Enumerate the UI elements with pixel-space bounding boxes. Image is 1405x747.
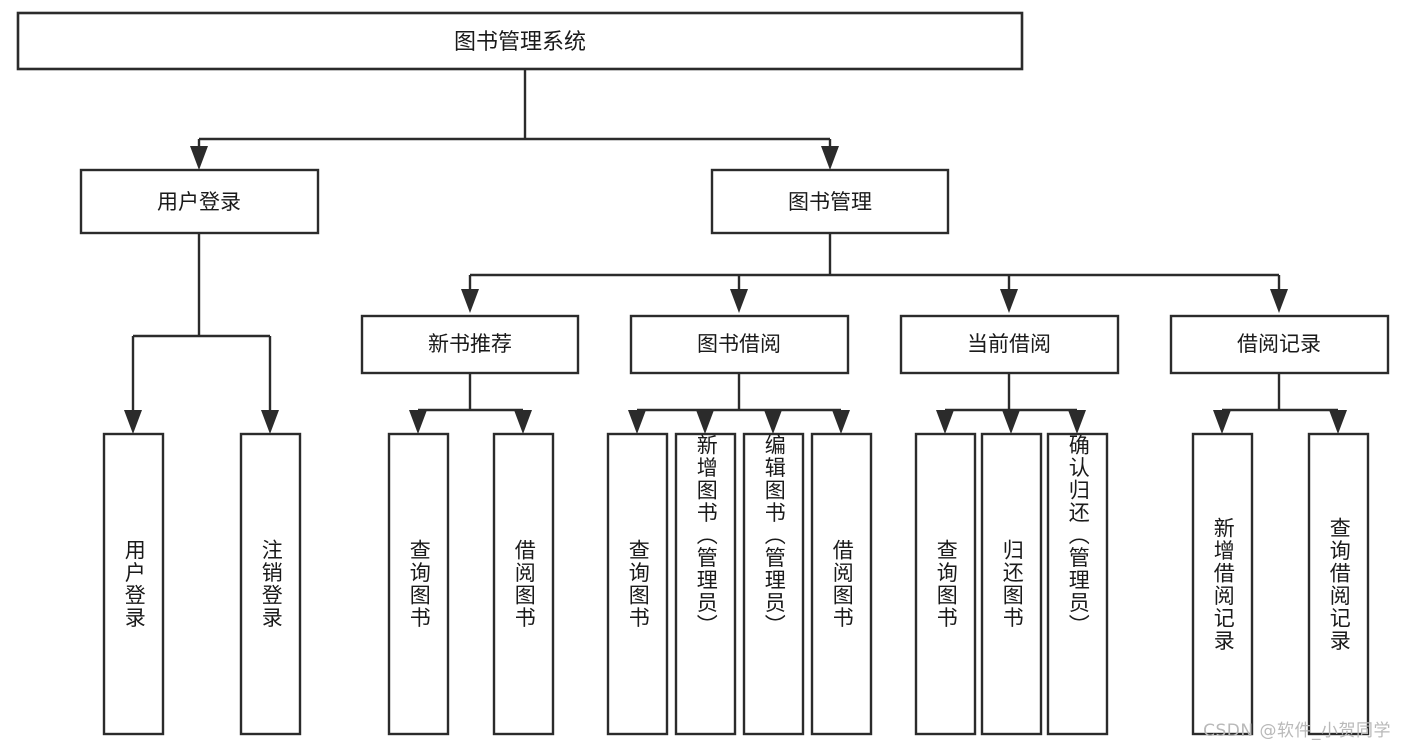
arrowhead-current-borrow-leaf1 — [936, 410, 954, 434]
leaf-box-borrow-record-2[interactable] — [1307, 432, 1370, 736]
csdn-watermark: CSDN @软件_小贺同学 — [1203, 721, 1391, 741]
node-root-system[interactable]: 图书管理系统 — [16, 11, 1024, 71]
connector-group-root-to-level2 — [190, 69, 839, 170]
leaf-group-borrow-record — [1191, 432, 1370, 736]
node-book-borrow[interactable]: 图书借阅 — [629, 314, 850, 375]
node-current-borrow-label: 当前借阅 — [967, 332, 1051, 356]
leaf-box-book-borrow-4[interactable] — [810, 432, 873, 736]
node-root-system-label: 图书管理系统 — [454, 30, 586, 55]
node-book-manage[interactable]: 图书管理 — [710, 168, 950, 235]
arrowhead-user-login-leaf2 — [261, 410, 279, 434]
arrowhead-book-borrow-leaf3 — [764, 410, 782, 434]
connector-group-borrow-record-leaves — [1213, 373, 1347, 434]
arrowhead-user-login — [190, 146, 208, 170]
connector-group-user-login-leaves — [124, 233, 279, 434]
arrowhead-new-book — [461, 289, 479, 313]
leaf-group-current-borrow — [914, 432, 1109, 736]
node-borrow-record-label: 借阅记录 — [1237, 332, 1321, 356]
node-user-login-label: 用户登录 — [157, 190, 241, 214]
arrowhead-current-borrow — [1000, 289, 1018, 313]
arrowhead-new-book-leaf1 — [409, 410, 427, 434]
connector-group-new-book-leaves — [409, 373, 532, 434]
node-book-manage-label: 图书管理 — [788, 190, 872, 214]
arrowhead-borrow-record-leaf2 — [1329, 410, 1347, 434]
leaf-box-current-borrow-2[interactable] — [980, 432, 1043, 736]
node-current-borrow[interactable]: 当前借阅 — [899, 314, 1120, 375]
leaf-box-book-borrow-3[interactable] — [742, 432, 805, 736]
leaf-box-book-borrow-1[interactable] — [606, 432, 669, 736]
node-root-system-box[interactable] — [16, 11, 1024, 71]
arrowhead-book-borrow-leaf4 — [832, 410, 850, 434]
node-borrow-record-box[interactable] — [1169, 314, 1390, 375]
node-new-book-recommend[interactable]: 新书推荐 — [360, 314, 580, 375]
node-book-manage-box[interactable] — [710, 168, 950, 235]
leaf-box-current-borrow-3[interactable] — [1046, 432, 1109, 736]
arrowhead-new-book-leaf2 — [514, 410, 532, 434]
leaf-box-current-borrow-1[interactable] — [914, 432, 977, 736]
node-user-login[interactable]: 用户登录 — [79, 168, 320, 235]
leaf-group-new-book-recommend — [387, 432, 555, 736]
arrowhead-current-borrow-leaf3 — [1068, 410, 1086, 434]
arrowhead-user-login-leaf1 — [124, 410, 142, 434]
node-user-login-box[interactable] — [79, 168, 320, 235]
leaf-group-user-login — [102, 432, 302, 736]
node-borrow-record[interactable]: 借阅记录 — [1169, 314, 1390, 375]
connector-group-book-manage-to-level3 — [461, 233, 1288, 313]
arrowhead-book-borrow-leaf1 — [628, 410, 646, 434]
node-book-borrow-box[interactable] — [629, 314, 850, 375]
connector-group-current-borrow-leaves — [936, 373, 1086, 434]
leaf-box-user-login-1[interactable] — [102, 432, 165, 736]
node-new-book-recommend-box[interactable] — [360, 314, 580, 375]
leaf-group-book-borrow — [606, 432, 873, 736]
node-book-borrow-label: 图书借阅 — [697, 332, 781, 356]
arrowhead-borrow-record — [1270, 289, 1288, 313]
leaf-box-user-login-2[interactable] — [239, 432, 302, 736]
leaf-box-new-book-2[interactable] — [492, 432, 555, 736]
arrowhead-current-borrow-leaf2 — [1002, 410, 1020, 434]
leaf-box-book-borrow-2[interactable] — [674, 432, 737, 736]
node-current-borrow-box[interactable] — [899, 314, 1120, 375]
arrowhead-book-borrow — [730, 289, 748, 313]
leaf-box-new-book-1[interactable] — [387, 432, 450, 736]
connector-group-book-borrow-leaves — [628, 373, 850, 434]
arrowhead-book-manage — [821, 146, 839, 170]
leaf-box-borrow-record-1[interactable] — [1191, 432, 1254, 736]
arrowhead-borrow-record-leaf1 — [1213, 410, 1231, 434]
node-new-book-recommend-label: 新书推荐 — [428, 332, 512, 356]
arrowhead-book-borrow-leaf2 — [696, 410, 714, 434]
